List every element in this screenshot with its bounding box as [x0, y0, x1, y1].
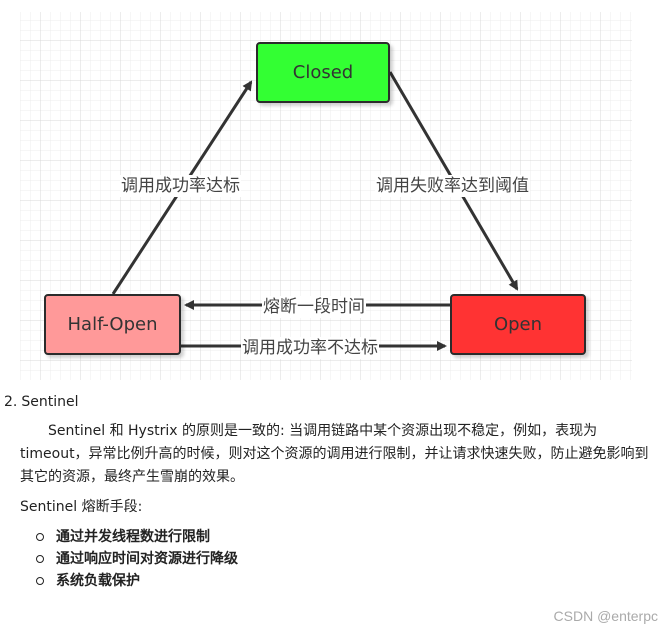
- state-open-label: Open: [493, 314, 543, 335]
- transition-label-failure-threshold: 调用失败率达到阈值: [375, 175, 530, 197]
- list-item-text: 通过响应时间对资源进行降级: [56, 551, 238, 567]
- list-item-text: 通过并发线程数进行限制: [56, 529, 210, 545]
- watermark: CSDN @enterpc: [553, 608, 658, 624]
- transition-label-success-not-met: 调用成功率不达标: [241, 337, 379, 359]
- section-paragraph: Sentinel 和 Hystrix 的原则是一致的: 当调用链路中某个资源出现…: [20, 423, 649, 485]
- state-half-open-label: Half-Open: [67, 314, 158, 335]
- circle-bullet-icon: [36, 577, 44, 585]
- list-item: 系统负载保护: [36, 570, 238, 592]
- section-heading: 2.Sentinel: [4, 394, 79, 410]
- circle-bullet-icon: [36, 555, 44, 563]
- transition-label-timeout: 熔断一段时间: [262, 296, 366, 318]
- circle-bullet-icon: [36, 533, 44, 541]
- circuit-breaker-state-diagram: Closed Half-Open Open 调用成功率达标 调用失败率达到阈值 …: [20, 12, 632, 380]
- state-closed: Closed: [256, 42, 390, 103]
- section-subtitle: Sentinel 熔断手段:: [20, 499, 143, 515]
- section-title: Sentinel: [21, 394, 79, 410]
- state-closed-label: Closed: [292, 62, 354, 83]
- bullet-list: 通过并发线程数进行限制 通过响应时间对资源进行降级 系统负载保护: [36, 526, 238, 592]
- state-half-open: Half-Open: [44, 294, 181, 355]
- list-item: 通过响应时间对资源进行降级: [36, 548, 238, 570]
- list-item-text: 系统负载保护: [56, 573, 140, 589]
- list-item: 通过并发线程数进行限制: [36, 526, 238, 548]
- state-open: Open: [450, 294, 586, 355]
- transition-label-success: 调用成功率达标: [120, 175, 241, 197]
- section-number: 2.: [4, 394, 18, 410]
